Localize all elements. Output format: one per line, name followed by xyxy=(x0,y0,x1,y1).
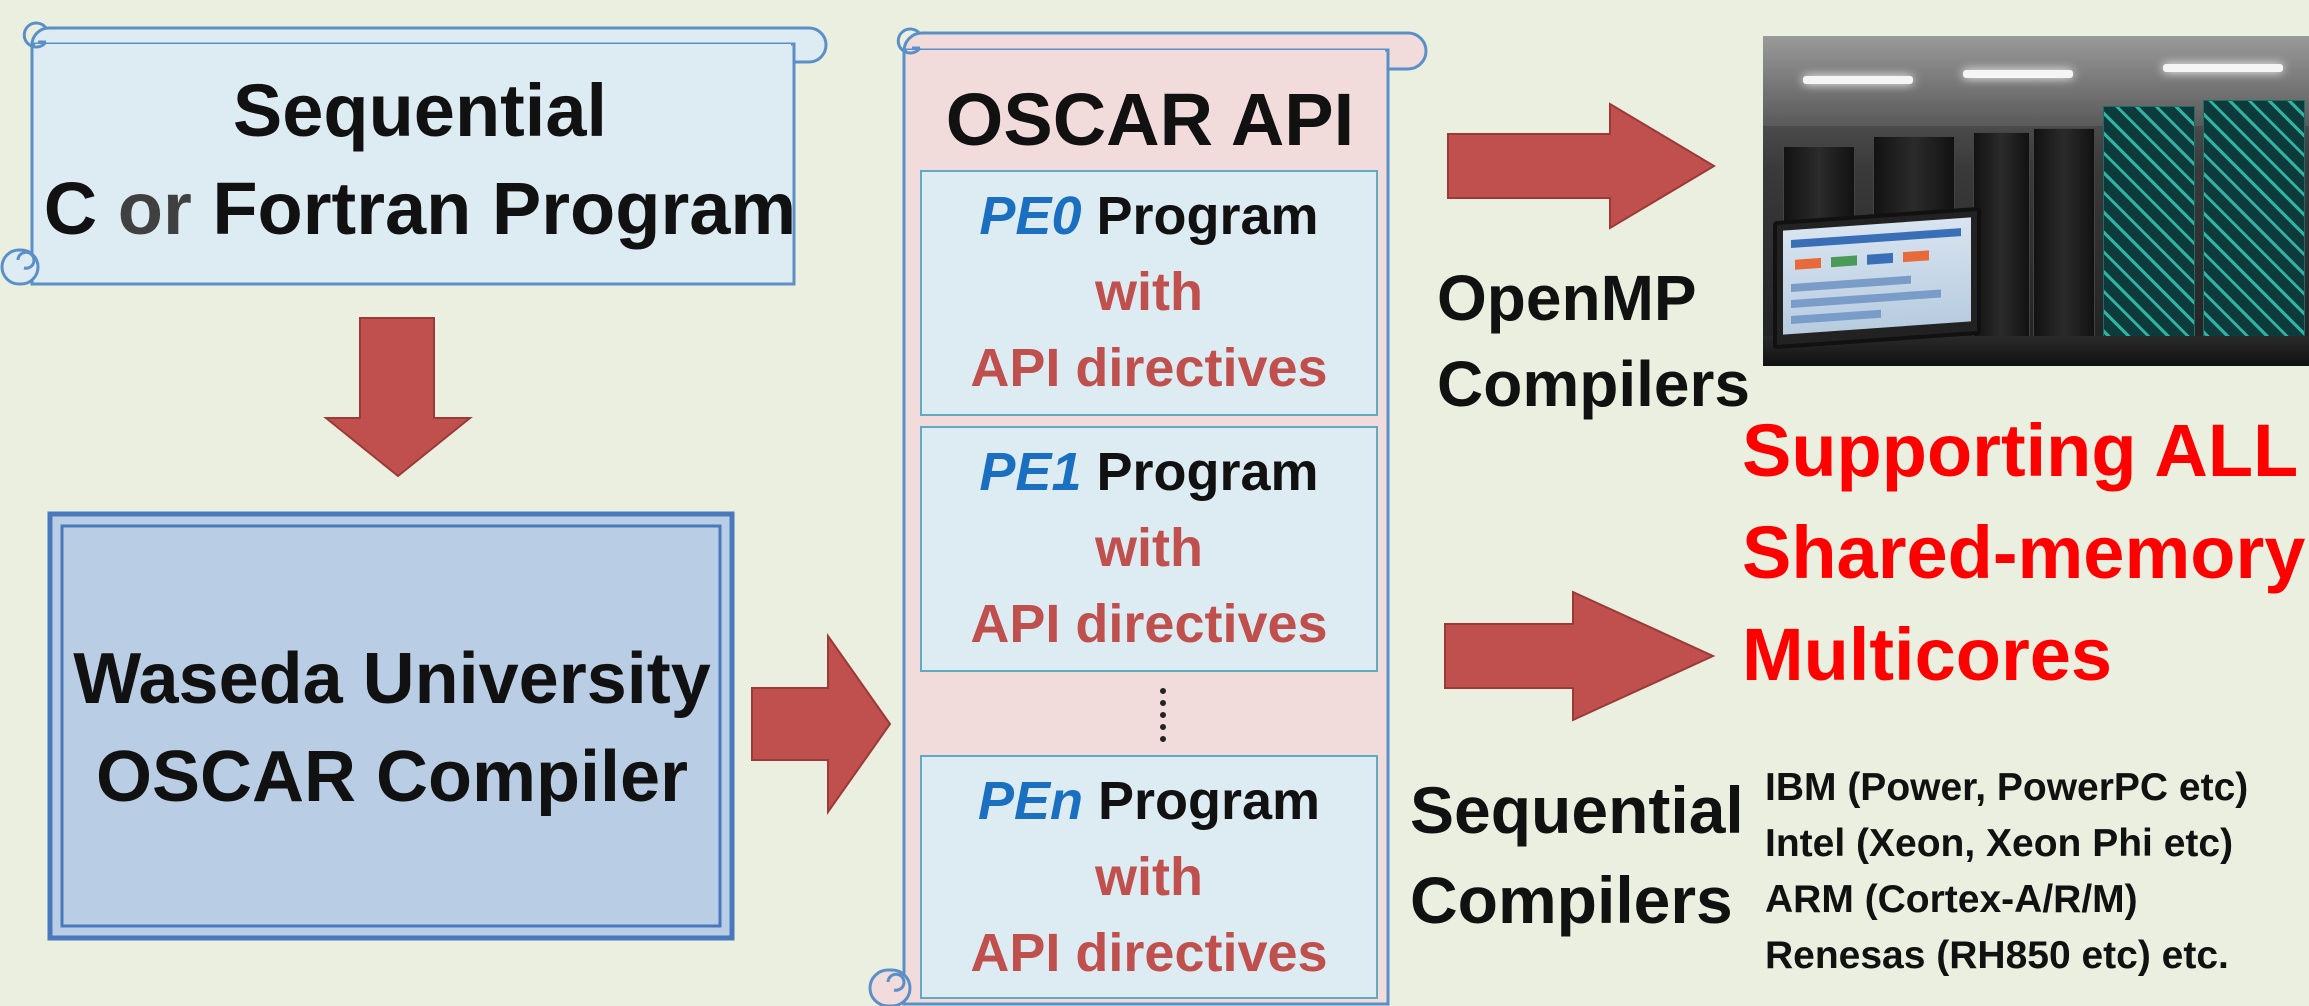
screen-bar xyxy=(1791,309,1881,325)
openmp-line2: Compilers xyxy=(1437,348,1750,420)
screen-cell xyxy=(1867,252,1893,265)
vendor-item: Renesas (RH850 etc) etc. xyxy=(1765,934,2229,977)
with-label: with xyxy=(1095,847,1203,907)
sequential-program-text: Sequential C or Fortran Program xyxy=(30,62,810,258)
monitor-screen xyxy=(1783,217,1971,335)
pe-program-block: PEn Program with API directives xyxy=(920,755,1378,999)
compiler-line2: OSCAR Compiler xyxy=(95,737,689,817)
or-label: or xyxy=(117,167,192,250)
supercomputer-photo xyxy=(1763,36,2309,366)
support-line1: Supporting ALL xyxy=(1742,409,2299,492)
language-label: C or Fortran Program xyxy=(30,160,810,258)
seqcomp-line1: Sequential xyxy=(1410,773,1744,847)
monitor xyxy=(1773,206,1981,350)
pe-program-line: PE1 Program xyxy=(922,434,1376,510)
directives-label: API directives xyxy=(970,923,1328,983)
directives-label: API directives xyxy=(970,338,1328,398)
pe-id: PE1 xyxy=(979,442,1082,502)
screen-bar xyxy=(1791,275,1911,293)
c-label: C xyxy=(43,167,98,250)
screen-cell xyxy=(1903,250,1929,263)
compiler-text: Waseda University OSCAR Compiler xyxy=(52,630,732,826)
ellipsis-dots xyxy=(1160,688,1174,742)
server-rack-lit xyxy=(2103,106,2195,343)
compiler-line1: Waseda University xyxy=(73,639,711,719)
vendor-item: ARM (Cortex-A/R/M) xyxy=(1765,878,2138,921)
oscar-api-title: OSCAR API xyxy=(945,78,1355,161)
ceiling-light xyxy=(2163,64,2283,72)
pe-id: PE0 xyxy=(979,186,1082,246)
server-rack xyxy=(2033,128,2095,338)
server-rack-lit xyxy=(2203,100,2305,344)
vendor-list: IBM (Power, PowerPC etc) Intel (Xeon, Xe… xyxy=(1765,760,2248,984)
support-line2: Shared-memory xyxy=(1742,511,2306,594)
ceiling-light xyxy=(1803,76,1913,84)
pe-program-line: PEn Program xyxy=(922,763,1376,839)
seqcomp-line2: Compilers xyxy=(1410,863,1733,937)
fortran-label: Fortran Program xyxy=(212,167,797,250)
vendor-item: Intel (Xeon, Xeon Phi etc) xyxy=(1765,822,2234,865)
compiler-to-api-arrow xyxy=(751,632,892,816)
with-label: with xyxy=(1095,262,1203,322)
screen-bar xyxy=(1791,228,1961,249)
pe-program-line: PE0 Program xyxy=(922,178,1376,254)
support-line3: Multicores xyxy=(1742,613,2113,696)
program-label: Program xyxy=(1097,771,1321,831)
directives-label: API directives xyxy=(970,594,1328,654)
openmp-arrow xyxy=(1447,102,1716,230)
pe-id: PEn xyxy=(977,771,1083,831)
sequential-arrow xyxy=(1444,590,1716,722)
with-label: with xyxy=(1095,518,1203,578)
support-statement: Supporting ALL Shared-memory Multicores xyxy=(1742,400,2305,706)
screen-bar xyxy=(1791,289,1941,309)
ceiling-light xyxy=(1963,70,2073,78)
down-arrow xyxy=(323,317,473,478)
program-label: Program xyxy=(1096,442,1319,502)
server-rack xyxy=(1973,132,2030,338)
openmp-compilers-label: OpenMP Compilers xyxy=(1437,255,1750,427)
sequential-label: Sequential xyxy=(232,69,608,152)
screen-cell xyxy=(1795,257,1821,270)
vendor-item: IBM (Power, PowerPC etc) xyxy=(1765,766,2249,809)
openmp-line1: OpenMP xyxy=(1437,262,1697,334)
sequential-compilers-label: Sequential Compilers xyxy=(1410,765,1744,945)
program-label: Program xyxy=(1096,186,1319,246)
screen-cell xyxy=(1831,255,1857,268)
compiler-box xyxy=(47,511,735,941)
pe-program-block: PE1 Program with API directives xyxy=(920,426,1378,672)
pe-program-block: PE0 Program with API directives xyxy=(920,170,1378,416)
sequential-program-scroll xyxy=(0,21,828,286)
